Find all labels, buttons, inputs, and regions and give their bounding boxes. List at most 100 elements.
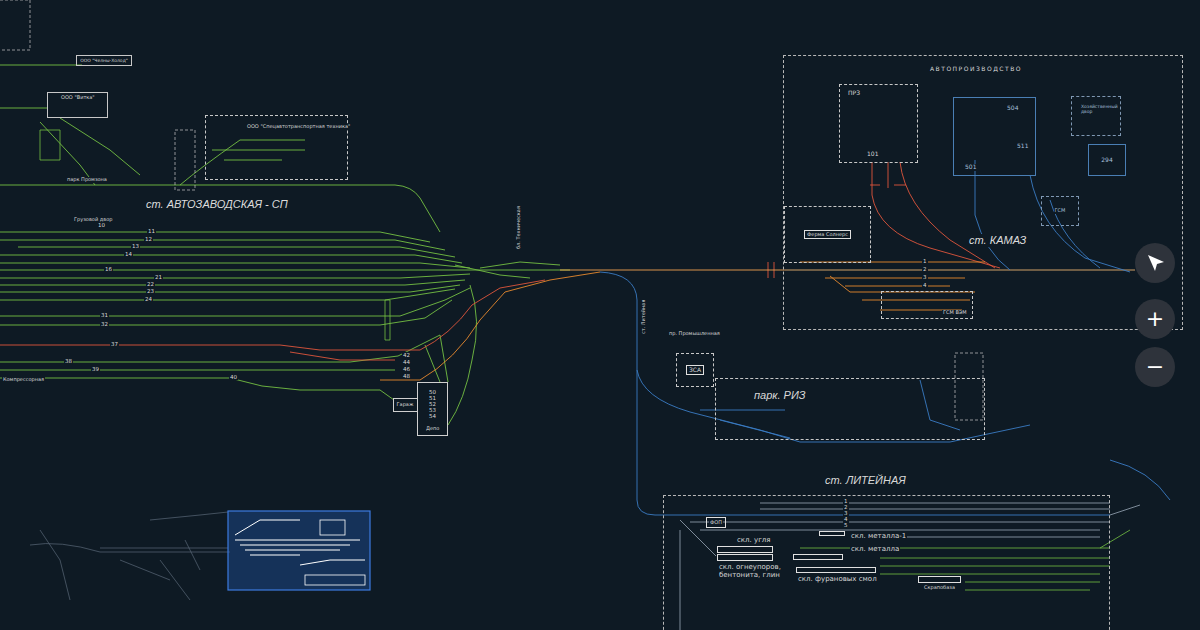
facility-name: ЗСА (686, 365, 704, 376)
yard-track (680, 520, 716, 556)
facility-name: Хозяйственный двор (1080, 104, 1118, 114)
track-number: 13 (131, 243, 140, 249)
green-track (0, 378, 394, 400)
orange-track (825, 278, 965, 279)
track-number: 10 (97, 222, 106, 228)
green-track (0, 289, 455, 300)
blue-track (637, 370, 1030, 442)
minimap (235, 520, 365, 565)
red-track (768, 185, 906, 278)
facility-name: Ферма Солнерс (804, 230, 851, 240)
facility-name: скл. угля (736, 536, 772, 544)
facility-box: скл. угля (717, 546, 773, 553)
red-track (0, 280, 545, 350)
zoom-button: − (1135, 347, 1175, 387)
facility-box: ООО "Челны-Холод" (76, 55, 132, 66)
place-name: пр. Промышленная (668, 331, 721, 337)
green-track (0, 270, 570, 271)
orange-track (560, 270, 785, 271)
facility-name: 501 (964, 164, 977, 171)
blue-track (600, 160, 1170, 515)
place-name: Грузовой двор (73, 217, 113, 223)
zoom-symbol: − (1146, 356, 1164, 378)
site-region: Хозяйственный двор (1071, 96, 1121, 136)
orange-track (862, 300, 970, 301)
locate-button (1135, 243, 1175, 283)
green-track (0, 370, 395, 371)
green-track (0, 65, 82, 66)
site-region: ООО "Спецавтотранспортная техника" (205, 115, 348, 180)
facility-box: Скрапобаза (918, 576, 961, 583)
station-name: ст. АВТОЗАВОДСКАЯ - СП (145, 198, 289, 211)
green-track (40, 122, 95, 185)
facility-box: скл. металла-1 (819, 531, 845, 536)
facility-name: АВТОПРОИЗВОДСТВО (929, 66, 1023, 73)
facility-name: ст. ЛИТЕЙНАЯ (824, 474, 907, 487)
yard-track (880, 558, 1110, 559)
site-region: ст. ЛИТЕЙНАЯФОПскл. угляскл. огнеупоров,… (663, 495, 1110, 630)
green-track (0, 274, 470, 278)
track-number: 44 (402, 359, 411, 365)
place-name: ст. Литейная (641, 299, 647, 335)
yard-track (1100, 530, 1130, 548)
place-name: парк Промзона (66, 177, 108, 183)
track-number: 23 (146, 288, 155, 294)
green-track (0, 285, 460, 292)
green-track (0, 255, 462, 263)
track-number: 3 (922, 274, 928, 280)
green-track (0, 240, 445, 250)
facility-name: парк. РИЗ (753, 389, 807, 402)
yard-track (680, 530, 681, 630)
track-number: 39 (91, 366, 100, 372)
locate-button (1135, 243, 1175, 283)
minimap (320, 520, 345, 535)
track-number: 32 (100, 321, 109, 327)
facility-box: 504501511 (953, 97, 1036, 176)
yard-track (690, 522, 1110, 523)
facility-name: 101 (866, 151, 879, 158)
yard-track (760, 503, 1110, 504)
track-number: 37 (110, 341, 119, 347)
facility-name: скл. металла-1 (850, 532, 907, 540)
track-number: 4 (922, 282, 928, 288)
facility-box: скл. огнеупоров, бентонита, глин (717, 554, 773, 561)
facility-box: Гараж (393, 398, 418, 412)
green-track (0, 108, 47, 109)
yard-track (800, 548, 1110, 549)
facility-name: ПРЗ (847, 90, 861, 97)
blue-track (975, 160, 1010, 270)
site-region: Ферма Солнерс (784, 206, 871, 263)
facility-name: Скрапобаза (923, 585, 956, 591)
track-number: 11 (147, 228, 156, 234)
site-outline (955, 353, 983, 420)
track-number: 24 (144, 296, 153, 302)
blue-track (600, 272, 1110, 515)
site-region: ГСМ (1041, 196, 1079, 226)
site-outline (40, 130, 60, 160)
track-number: 40 (229, 374, 238, 380)
track-number: 38 (64, 358, 73, 364)
facility-name: 504 (1006, 105, 1019, 112)
facility-name: ГСМ (1054, 208, 1067, 214)
yard-track (680, 503, 1140, 630)
facility-name: скл. огнеупоров, бентонита, глин (718, 563, 796, 579)
track-number: 14 (124, 251, 133, 257)
track-number: 5 (843, 522, 849, 528)
facility-name: скл. металла (850, 545, 900, 553)
orange-track (830, 276, 975, 292)
facility-name: ООО "Челны-Холод" (79, 58, 129, 63)
blue-track (1110, 460, 1170, 500)
track-number: 2 (922, 266, 928, 272)
orange-track (380, 262, 1135, 380)
zoom-symbol: + (1146, 308, 1164, 330)
facility-name: Гараж (396, 402, 415, 408)
blue-track (1030, 175, 1130, 272)
green-track (0, 263, 470, 268)
facility-box: скл. металла (793, 554, 843, 560)
green-track (224, 160, 282, 161)
green-track (480, 262, 560, 268)
red-track (0, 162, 1000, 360)
blue-track (920, 380, 960, 430)
green-track (180, 140, 305, 185)
